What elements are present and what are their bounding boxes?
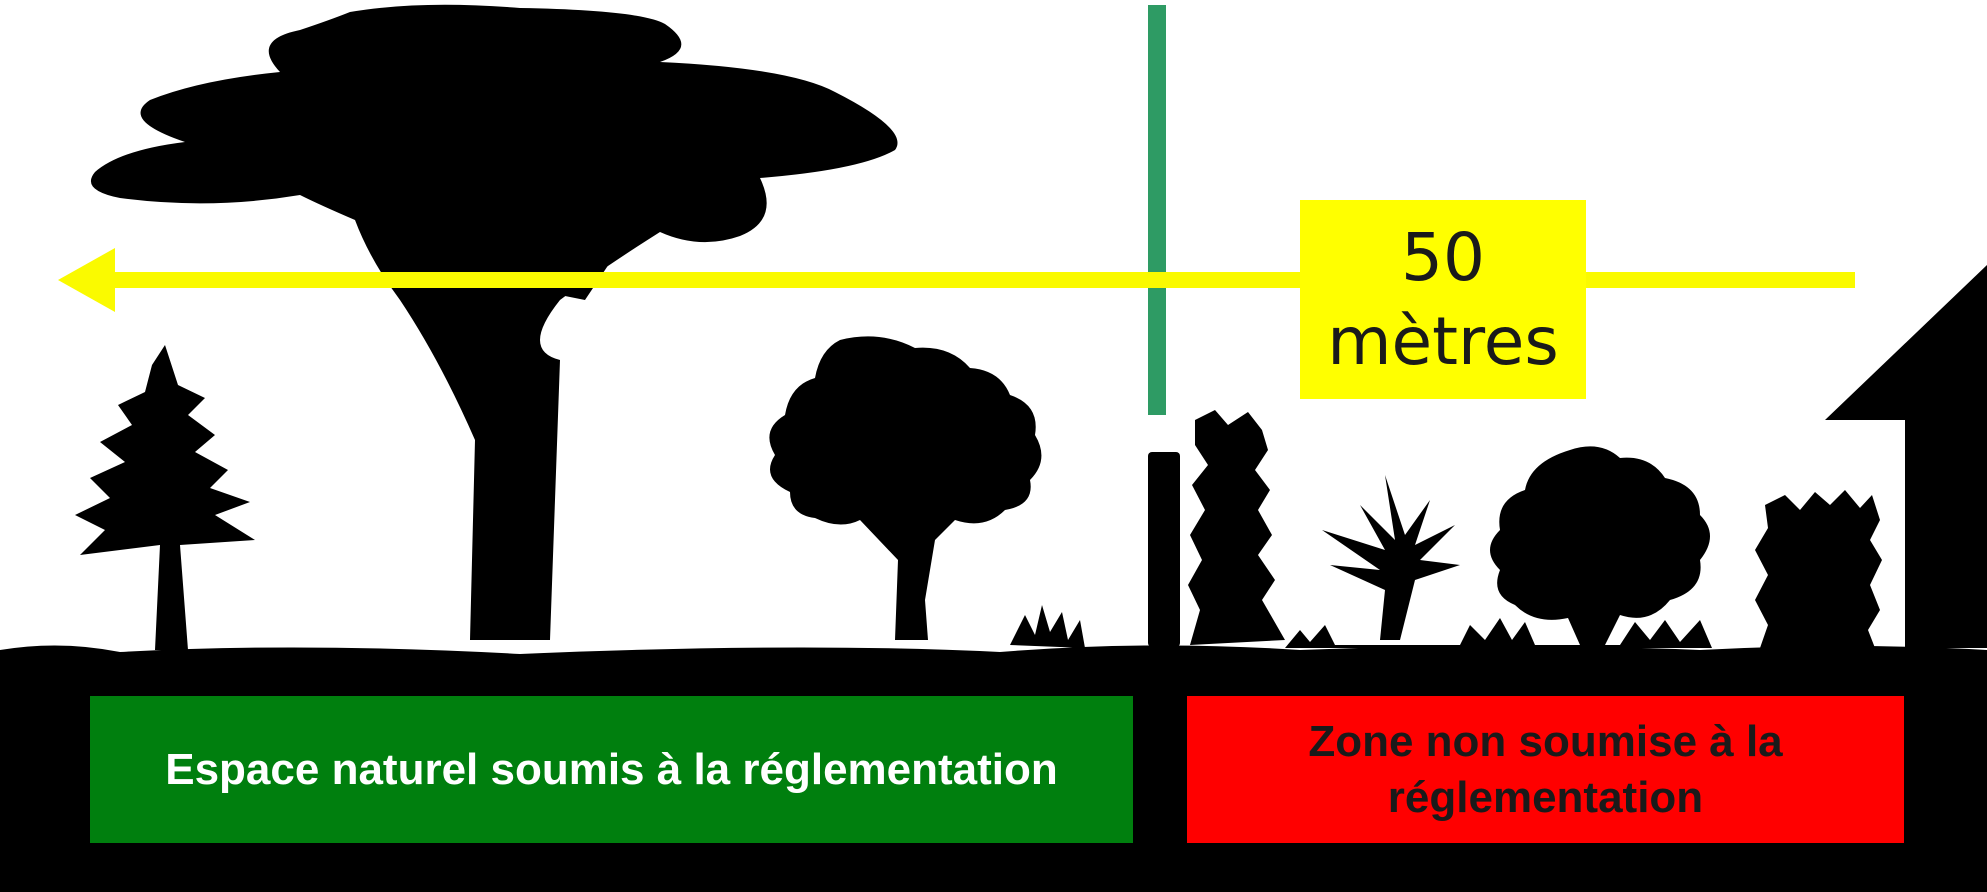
grass-tuft-icon: [1285, 618, 1712, 648]
distance-value: 50: [1401, 218, 1485, 296]
grass-tuft-icon: [1010, 605, 1085, 648]
regulated-zone-label: Espace naturel soumis à la réglementatio…: [165, 744, 1058, 794]
palm-shrub-icon: [1322, 475, 1460, 640]
unregulated-zone-label: Zone non soumise à la réglementation: [1308, 716, 1783, 822]
distance-label: 50 mètres: [1300, 200, 1586, 399]
fir-tree-icon: [75, 345, 255, 650]
bush-icon: [1490, 446, 1710, 645]
house-icon: [1825, 265, 1987, 648]
fence-post-icon: [1148, 452, 1180, 647]
distance-box-bg: [1300, 200, 1586, 399]
unregulated-zone-bg: [1187, 696, 1904, 843]
round-tree-icon: [769, 336, 1042, 640]
hedge-icon: [1755, 490, 1882, 648]
acacia-tree-icon: [90, 4, 898, 641]
regulated-zone-bg: [90, 696, 1133, 843]
boundary-line: [1148, 5, 1166, 415]
tall-shrub-icon: [1188, 410, 1285, 645]
distance-unit: mètres: [1327, 302, 1559, 380]
